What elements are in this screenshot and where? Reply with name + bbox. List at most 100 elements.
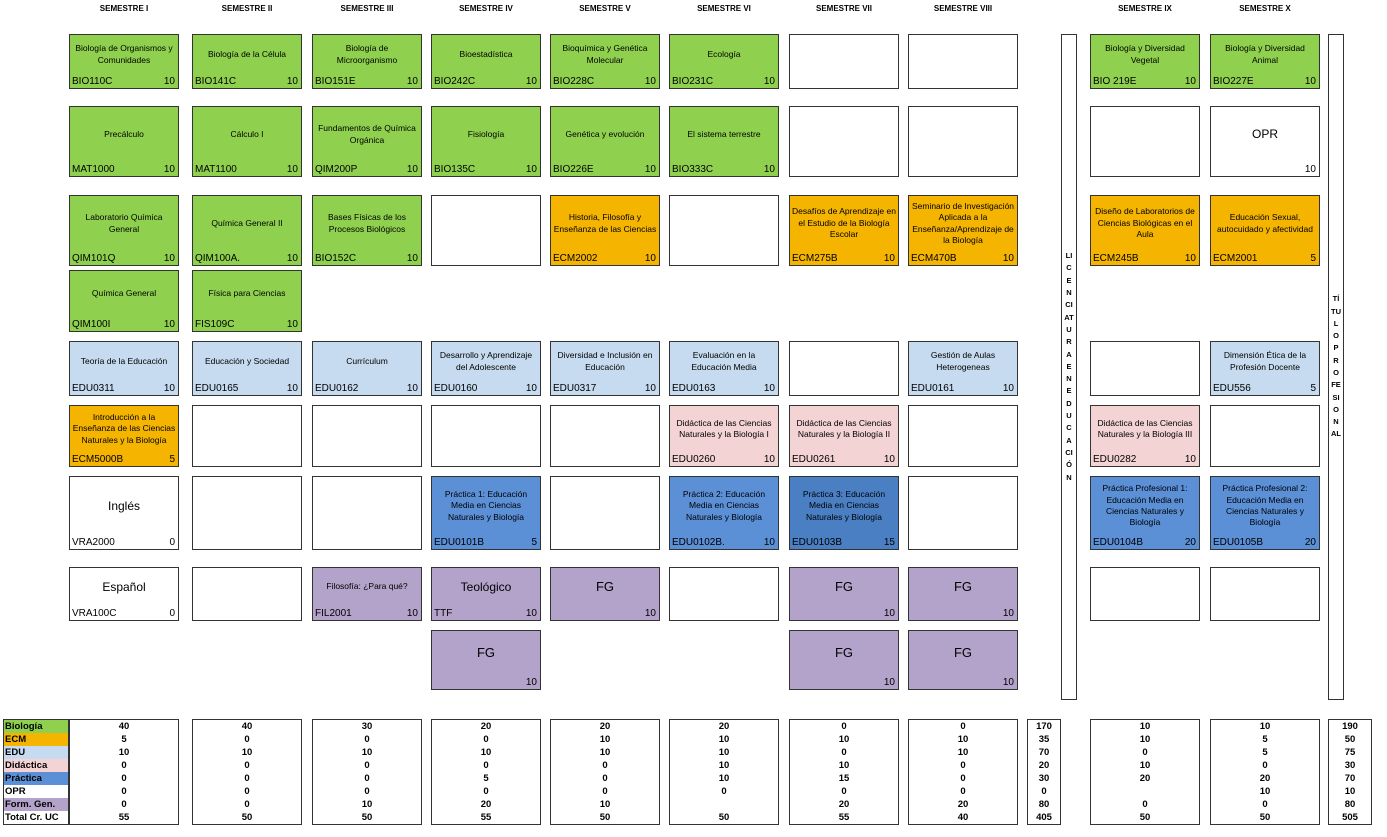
summary-cell: 10 [599, 747, 611, 758]
summary-cell: 55 [838, 812, 850, 823]
course-title: Didáctica de las Ciencias Naturales y la… [796, 417, 892, 439]
course-box[interactable]: Práctica Profesional 2: Educación Media … [1210, 476, 1320, 550]
summary-cell: 20 [480, 799, 492, 810]
summary-cell: 20 [957, 799, 969, 810]
course-credits: 10 [644, 164, 656, 175]
summary-cell: 0 [121, 799, 127, 810]
course-credits: 20 [1304, 537, 1316, 548]
semester-header: SEMESTRE V [579, 4, 631, 13]
course-title [1093, 568, 1197, 606]
semester-header: SEMESTRE IV [459, 4, 513, 13]
course-box[interactable]: Educación Sexual, autocuidado y afectivi… [1210, 195, 1320, 266]
summary-cell: 50 [241, 812, 253, 823]
course-box[interactable]: Seminario de Investigación Aplicada a la… [908, 195, 1018, 266]
summary-cell: 10 [480, 747, 492, 758]
semester-header: SEMESTRE II [221, 4, 273, 13]
course-credits: 0 [169, 608, 175, 619]
empty-slot [789, 34, 899, 89]
summary-cell: 0 [1041, 786, 1047, 797]
course-box[interactable]: Práctica 1: Educación Media en Ciencias … [431, 476, 541, 550]
summary-cell: 50 [599, 812, 611, 823]
course-box[interactable]: Diseño de Laboratorios de Ciencias Bioló… [1090, 195, 1200, 266]
summary-cell: 10 [957, 747, 969, 758]
course-credits: 10 [1304, 76, 1316, 87]
course-code: BIO141C [195, 76, 237, 87]
summary-cell: 0 [960, 786, 966, 797]
course-title: Fundamentos de Química Orgánica [318, 123, 416, 145]
summary-cell: 40 [118, 721, 130, 732]
summary-cell: 10 [957, 734, 969, 745]
empty-slot [550, 476, 660, 550]
course-title [1213, 406, 1317, 452]
course-box[interactable]: Bases Físicas de los Procesos Biológicos… [312, 195, 422, 266]
summary-cell: 0 [841, 786, 847, 797]
summary-cell: 0 [121, 773, 127, 784]
course-box[interactable]: Didáctica de las Ciencias Naturales y la… [1090, 405, 1200, 467]
course-box[interactable]: Práctica Profesional 1: Educación Media … [1090, 476, 1200, 550]
course-box[interactable]: Didáctica de las Ciencias Naturales y la… [789, 405, 899, 467]
course-code: EDU0105B [1213, 537, 1264, 548]
course-box[interactable]: Introducción a la Enseñanza de las Cienc… [69, 405, 179, 467]
course-credits: 10 [1002, 383, 1014, 394]
course-credits: 10 [763, 383, 775, 394]
licenciatura-bar-text: LICENCIATURA EN EDUCACIÓN [1064, 251, 1074, 482]
course-box[interactable]: Desarrollo y Aprendizaje del Adolescente… [431, 341, 541, 396]
course-credits: 10 [1184, 454, 1196, 465]
course-box[interactable]: Historia, Filosofía y Enseñanza de las C… [550, 195, 660, 266]
course-credits: 10 [406, 608, 418, 619]
course-credits: 10 [163, 383, 175, 394]
course-box[interactable]: Desafíos de Aprendizaje en el Estudio de… [789, 195, 899, 266]
course-title: Bioquímica y Genética Molecular [562, 43, 648, 65]
course-title [1093, 107, 1197, 162]
course-credits: 10 [286, 253, 298, 264]
course-credits: 10 [1184, 253, 1196, 264]
summary-cell: 55 [118, 812, 130, 823]
course-box[interactable]: Práctica 2: Educación Media en Ciencias … [669, 476, 779, 550]
course-box[interactable]: Didáctica de las Ciencias Naturales y la… [669, 405, 779, 467]
course-box[interactable]: Práctica 3: Educación Media en Ciencias … [789, 476, 899, 550]
course-title: Práctica 3: Educación Media en Ciencias … [802, 488, 886, 522]
summary-cell: 0 [1142, 747, 1148, 758]
summary-cell: 5 [483, 773, 489, 784]
summary-cell: 0 [841, 747, 847, 758]
summary-cell: 20 [1038, 760, 1050, 771]
course-title [672, 196, 776, 251]
summary-cell: 170 [1036, 721, 1052, 732]
course-code: ECM275B [792, 253, 838, 264]
